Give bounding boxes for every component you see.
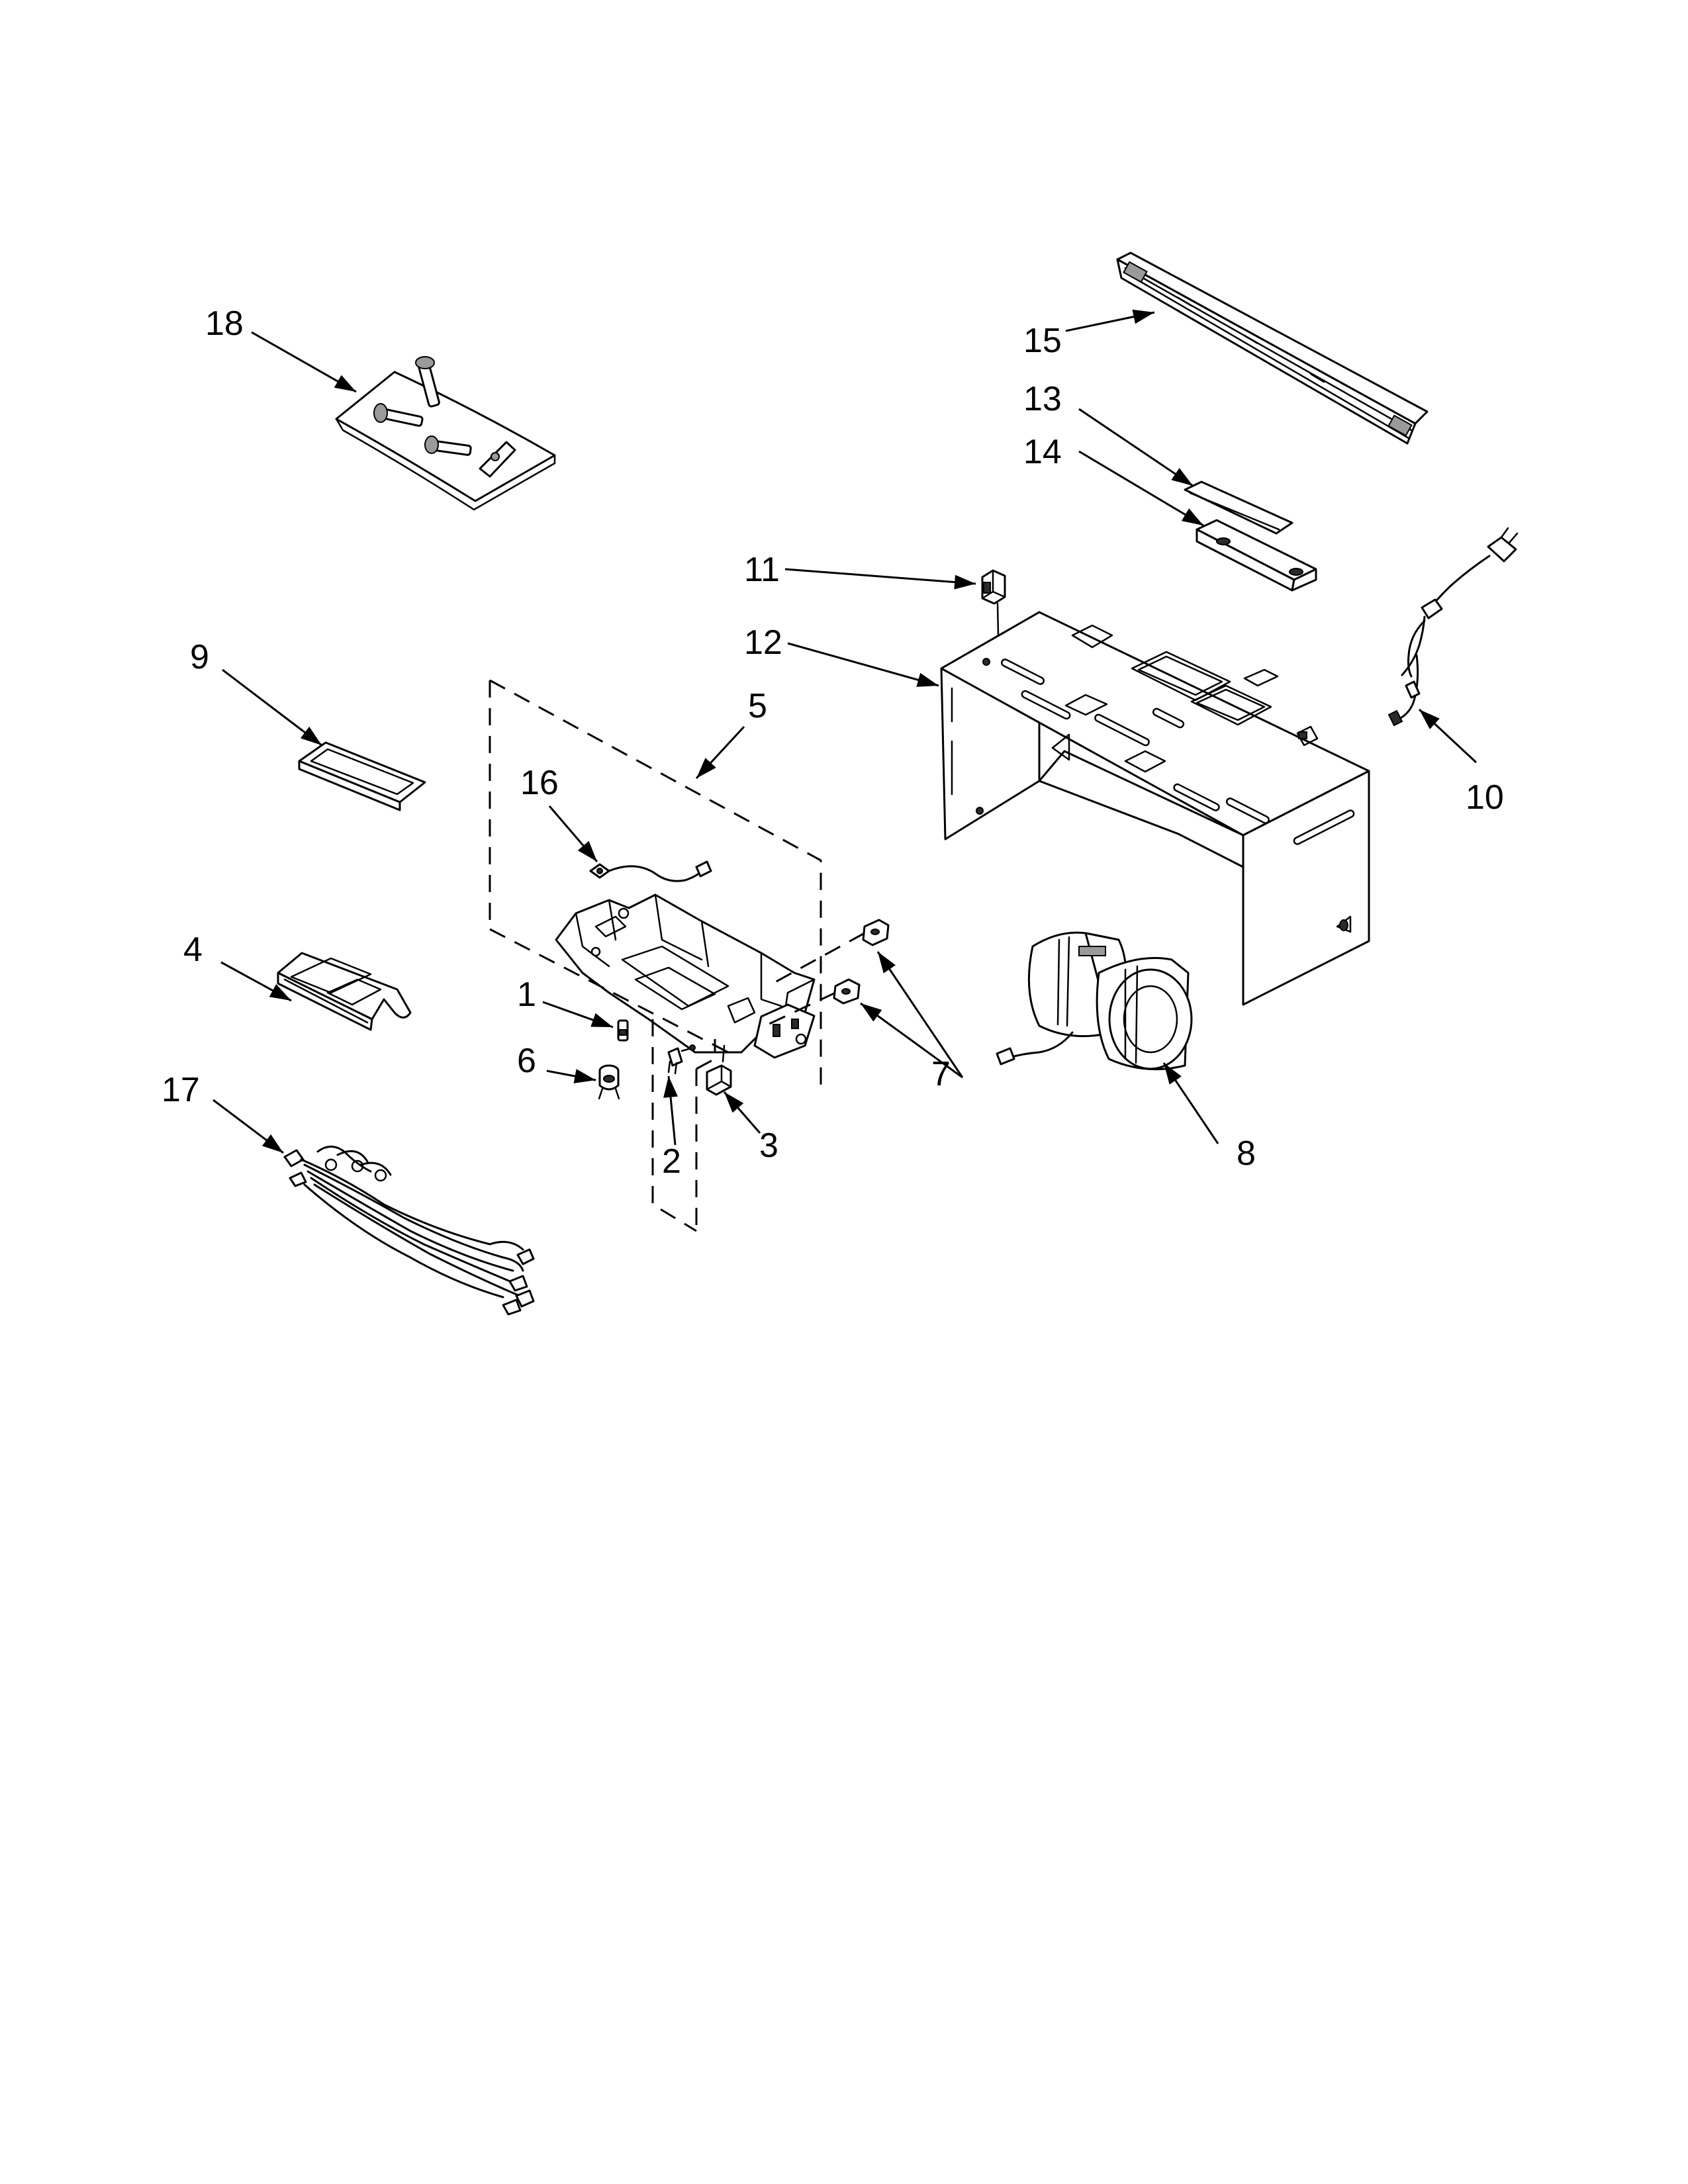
callout-labels: 1 2 3 4 5 6 7 8 9 10 11 12 13 14 15 16 1… [162,304,1504,1181]
part-6-thermostat [598,1064,620,1100]
part-2-switch [667,1044,696,1075]
callout-12: 12 [744,623,782,662]
part-9-grease-filter [298,741,426,811]
callout-4: 4 [183,931,203,969]
callout-14: 14 [1023,433,1062,471]
bracket-icon [479,441,516,478]
callout-2: 2 [662,1142,681,1181]
leader-lines [212,309,1477,1154]
part-7-clip [833,978,861,1005]
callout-11: 11 [744,551,780,589]
callout-8: 8 [1237,1134,1256,1173]
callout-9: 9 [190,638,209,676]
screw-icon [424,435,472,456]
part-5-control-bracket [555,893,816,1059]
part-7-dashed-leaders [767,932,865,1026]
callout-13: 13 [1023,380,1062,418]
sub-assembly-outline [651,1019,716,1232]
part-10-power-cord [1387,527,1519,727]
part-7-clip [862,919,890,946]
part-16-sensor [589,860,712,882]
part-13-lens [1184,480,1293,535]
part-17-wire-harness [283,1146,535,1316]
callout-15: 15 [1023,322,1062,360]
callout-10: 10 [1466,778,1504,817]
assembly-5-outline [489,679,822,1092]
screw-icon [415,356,440,408]
callout-3: 3 [759,1126,778,1165]
part-8-blower-motor [996,931,1193,1071]
callout-5: 5 [748,687,767,725]
part-14-lamp-housing [1196,519,1317,592]
part-12-cabinet [940,611,1370,1006]
part-4-vent-grille [277,952,412,1031]
callout-6: 6 [517,1042,536,1080]
part-3-switch-block [706,1044,732,1096]
callout-17: 17 [162,1071,200,1109]
callout-1: 1 [517,976,536,1014]
part-15-light-bracket [1116,251,1429,445]
callout-18: 18 [205,304,244,343]
callout-7: 7 [931,1055,951,1093]
screw-icon [373,403,424,427]
part-18-hardware-bag [335,356,556,511]
part-1-fuse [617,1019,629,1042]
part-11-switch [981,569,1006,637]
callout-16: 16 [520,764,559,802]
